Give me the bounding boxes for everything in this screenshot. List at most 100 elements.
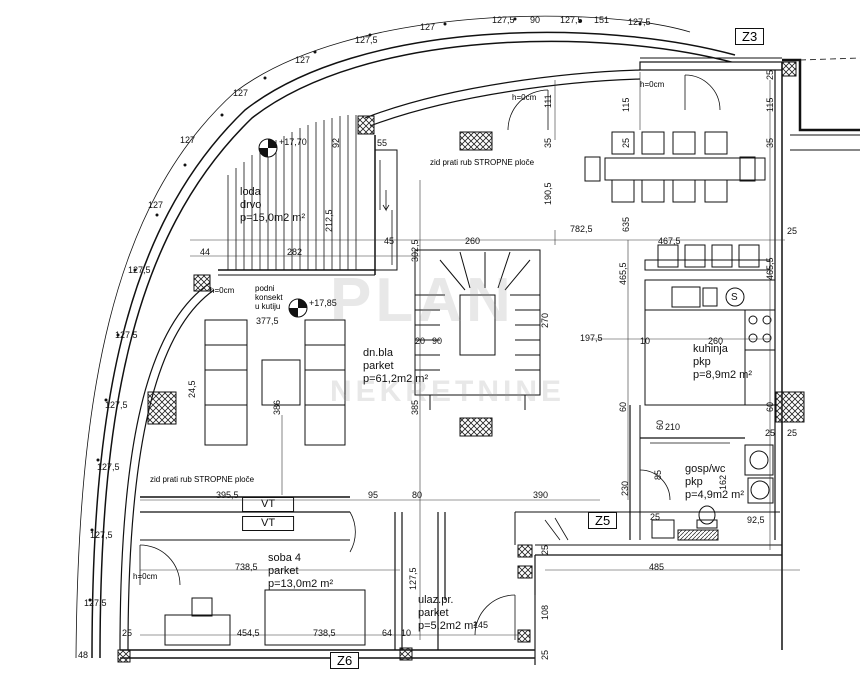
dim: 55 — [377, 138, 388, 148]
dim: 25 — [540, 544, 550, 555]
dim: 25 — [540, 649, 550, 660]
room-floor: drvo — [240, 199, 262, 211]
dim: 111 — [543, 94, 553, 108]
sink-label: S — [731, 292, 738, 303]
level-markers — [258, 138, 308, 318]
dim: 25 — [765, 428, 776, 438]
bedroom-label: soba 4 parket p=13,0m2 m² — [268, 552, 333, 591]
dim: 127,5 — [128, 265, 151, 275]
room-floor: parket — [418, 607, 449, 619]
dim: 162 — [718, 474, 728, 490]
dim: 386 — [272, 399, 282, 415]
dim: 20 — [415, 336, 426, 346]
note-ceiling-left: zid prati rub STROPNE ploče — [150, 475, 255, 484]
level-lower: +17,85 — [309, 298, 337, 308]
dim: 212,5 — [324, 209, 334, 232]
room-name: kuhinja — [693, 343, 728, 355]
note-sill-d: h=0cm — [133, 572, 158, 581]
room-floor: pkp — [693, 356, 711, 368]
room-name: ulaz.pr. — [418, 594, 454, 606]
sofas — [204, 319, 346, 446]
columns — [117, 61, 805, 663]
dim: 115 — [621, 97, 631, 112]
dim: 230 — [620, 480, 630, 496]
dining-table — [584, 131, 766, 203]
dim: 64 — [382, 628, 393, 638]
dim: 485 — [649, 562, 665, 572]
dim: 151 — [594, 15, 610, 25]
dim: 270 — [540, 312, 550, 328]
dim: 115 — [765, 97, 775, 112]
dim: 24,5 — [187, 380, 197, 398]
dim: 90 — [432, 336, 443, 346]
note-sill-c: h=0cm — [640, 80, 665, 89]
room-floor: pkp — [685, 476, 703, 488]
room-name: gosp/wc — [685, 463, 726, 475]
dim: 25 — [765, 69, 775, 80]
room-floor: parket — [363, 360, 394, 372]
dim: 282 — [287, 247, 303, 257]
dim: 377,5 — [256, 316, 279, 326]
dim: 127,5 — [408, 567, 418, 590]
dim: 127 — [148, 200, 164, 210]
dim: 95 — [368, 490, 379, 500]
dim: 145 — [473, 620, 489, 630]
dim: 127 — [180, 135, 196, 145]
dim: 92 — [331, 137, 341, 148]
dim: 80 — [412, 490, 423, 500]
dim: 10 — [401, 628, 412, 638]
entry-label: ulaz.pr. parket p=5,2m2 m² — [418, 594, 477, 633]
kitchen-label: kuhinja pkp p=8,9m2 m² — [693, 343, 752, 382]
room-name: soba 4 — [268, 552, 302, 564]
dim: 90 — [530, 15, 541, 25]
zone-tag-z3: Z3 — [735, 28, 765, 45]
tv-label-a: TV — [242, 497, 295, 512]
kitchen-counter — [644, 279, 776, 406]
dim: 127,5 — [628, 17, 651, 27]
wc-fixtures — [651, 444, 774, 541]
dim: 44 — [200, 247, 211, 257]
room-name: dn.bla — [363, 347, 393, 359]
dim: 127 — [420, 22, 436, 32]
dim: 385 — [410, 399, 420, 415]
room-area: p=15,0m2 m² — [240, 212, 306, 224]
dim: 190,5 — [543, 182, 553, 205]
room-area: p=8,9m2 m² — [693, 369, 752, 381]
bedroom-furniture — [164, 589, 366, 646]
dim: 210 — [665, 422, 681, 432]
dim: 92,5 — [747, 515, 765, 525]
dim: 465,5 — [618, 262, 628, 285]
dim: 25 — [122, 628, 133, 638]
dim: 782,5 — [570, 224, 593, 234]
dim: 127 — [233, 88, 249, 98]
loggia-deck — [218, 115, 376, 276]
tv-label-b: TV — [242, 516, 295, 531]
note-sill-b: h=0cm — [512, 93, 537, 102]
dim: 467,5 — [658, 236, 681, 246]
dim: 197,5 — [580, 333, 603, 343]
loggia-sliding-door — [374, 149, 398, 271]
inner-curved-wall — [119, 69, 641, 651]
dim: 260 — [708, 336, 724, 346]
room-area: p=13,0m2 m² — [268, 578, 334, 590]
dim: 635 — [621, 216, 631, 232]
dim: 127,5 — [492, 15, 515, 25]
dim: 45 — [384, 236, 395, 246]
dim: 260 — [465, 236, 481, 246]
dim: 35 — [765, 137, 775, 148]
dim: 108 — [540, 604, 550, 620]
dim: 48 — [78, 650, 89, 660]
dim: 60 — [618, 401, 628, 412]
watermark-logo: PLAN — [330, 266, 515, 335]
bar-stools — [644, 244, 771, 271]
note-floor-console: podni konsekt u kutiju — [255, 284, 283, 311]
dim: 85 — [653, 469, 663, 480]
balcony-parapet — [782, 57, 860, 151]
dimension-lines — [140, 72, 800, 660]
room-floor: parket — [268, 565, 299, 577]
watermark-text: NEKRETNINE — [330, 375, 566, 408]
dim: 127,5 — [560, 15, 583, 25]
dim: 127,5 — [105, 400, 128, 410]
note-sill-a: h=0cm — [210, 286, 235, 295]
